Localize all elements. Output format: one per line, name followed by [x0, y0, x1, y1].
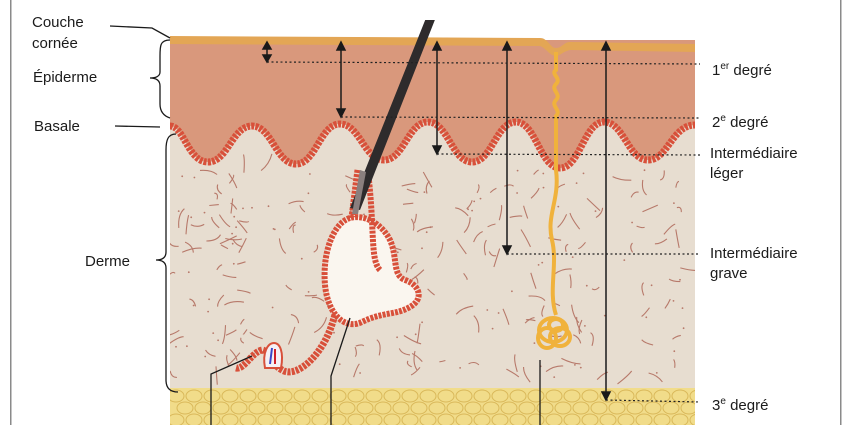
label-derme: Derme: [85, 253, 130, 270]
label-couche-cornee-line1: Couche: [32, 14, 84, 31]
dermal-dot: [586, 285, 588, 287]
dermal-dot: [682, 307, 684, 309]
dermal-dot: [232, 243, 234, 245]
dermal-dot: [679, 279, 681, 281]
dermal-dot: [623, 259, 625, 261]
dermal-dot: [574, 364, 576, 366]
dermal-dot: [673, 350, 675, 352]
dermal-dot: [486, 309, 488, 311]
dermal-dot: [309, 173, 311, 175]
dermal-dot: [673, 202, 675, 204]
dermal-dot: [492, 328, 494, 330]
label-third-degree: 3e degré: [712, 393, 768, 414]
label-epiderme: Épiderme: [33, 69, 97, 86]
dermal-dot: [397, 251, 399, 253]
dermal-dot: [557, 206, 559, 208]
dermal-dot: [516, 192, 518, 194]
dermal-dot: [467, 208, 469, 210]
dermal-dot: [541, 262, 543, 264]
dermal-dot: [421, 247, 423, 249]
dermal-dot: [359, 372, 361, 374]
dermal-dot: [517, 170, 519, 172]
dermal-dot: [178, 210, 180, 212]
label-couche-cornee-line2: cornée: [32, 35, 78, 52]
dermal-dot: [235, 226, 237, 228]
dermal-dot: [396, 336, 398, 338]
hair-papilla: [264, 343, 282, 368]
dermal-dot: [301, 258, 303, 260]
dermal-dot: [231, 233, 233, 235]
dermal-dot: [553, 376, 555, 378]
dermal-dot: [175, 346, 177, 348]
dermal-dot: [471, 210, 473, 212]
dermal-dot: [576, 182, 578, 184]
dermal-dot: [204, 212, 206, 214]
dermis-layer: [170, 120, 695, 390]
dermal-dot: [186, 345, 188, 347]
dermal-dot: [651, 284, 653, 286]
label-second-degree: 2e degré: [712, 110, 768, 131]
dermal-dot: [207, 311, 209, 313]
label-first-degree: 1er degré: [712, 58, 772, 79]
dermal-dot: [308, 192, 310, 194]
dermal-dot: [204, 356, 206, 358]
dermal-dot: [421, 321, 423, 323]
dermal-dot: [459, 367, 461, 369]
label-intermediaire-grave-line2: grave: [710, 265, 748, 282]
dermal-dot: [534, 342, 536, 344]
dermal-dot: [480, 198, 482, 200]
dermal-dot: [595, 210, 597, 212]
dermal-dot: [217, 339, 219, 341]
dermal-dot: [538, 264, 540, 266]
dermal-dot: [233, 216, 235, 218]
dermal-dot: [583, 173, 585, 175]
dermal-dot: [273, 228, 275, 230]
label-intermediaire-leger-line1: Intermédiaire: [710, 145, 798, 162]
dermal-dot: [188, 271, 190, 273]
dermal-dot: [212, 332, 214, 334]
dermal-dot: [308, 291, 310, 293]
dermal-dot: [339, 363, 341, 365]
dermal-dot: [181, 175, 183, 177]
label-intermediaire-grave-line1: Intermédiaire: [710, 245, 798, 262]
dermal-dot: [498, 312, 500, 314]
dermal-dot: [656, 372, 658, 374]
dermal-dot: [631, 222, 633, 224]
dermal-dot: [580, 367, 582, 369]
dermal-dot: [426, 231, 428, 233]
dermal-dot: [430, 226, 432, 228]
image-right-border: [840, 0, 842, 425]
dermal-dot: [473, 201, 475, 203]
image-left-border: [10, 0, 12, 425]
dermal-dot: [572, 256, 574, 258]
dermal-dot: [415, 333, 417, 335]
dermal-dot: [543, 187, 545, 189]
dermal-dot: [333, 332, 335, 334]
dermal-dot: [233, 263, 235, 265]
dermal-dot: [268, 205, 270, 207]
dermal-dot: [251, 207, 253, 209]
label-basale: Basale: [34, 118, 80, 135]
dermal-dot: [272, 307, 274, 309]
dermal-dot: [542, 173, 544, 175]
dermal-dot: [193, 305, 195, 307]
dermal-dot: [242, 208, 244, 210]
dermal-dot: [190, 216, 192, 218]
dermal-dot: [511, 290, 513, 292]
dermal-dot: [584, 325, 586, 327]
dermal-dot: [424, 191, 426, 193]
dermal-dot: [683, 327, 685, 329]
dermal-dot: [194, 177, 196, 179]
dermal-dot: [645, 316, 647, 318]
dermal-dot: [208, 298, 210, 300]
label-intermediaire-leger-line2: léger: [710, 165, 743, 182]
dermal-dot: [644, 169, 646, 171]
dermal-dot: [673, 300, 675, 302]
